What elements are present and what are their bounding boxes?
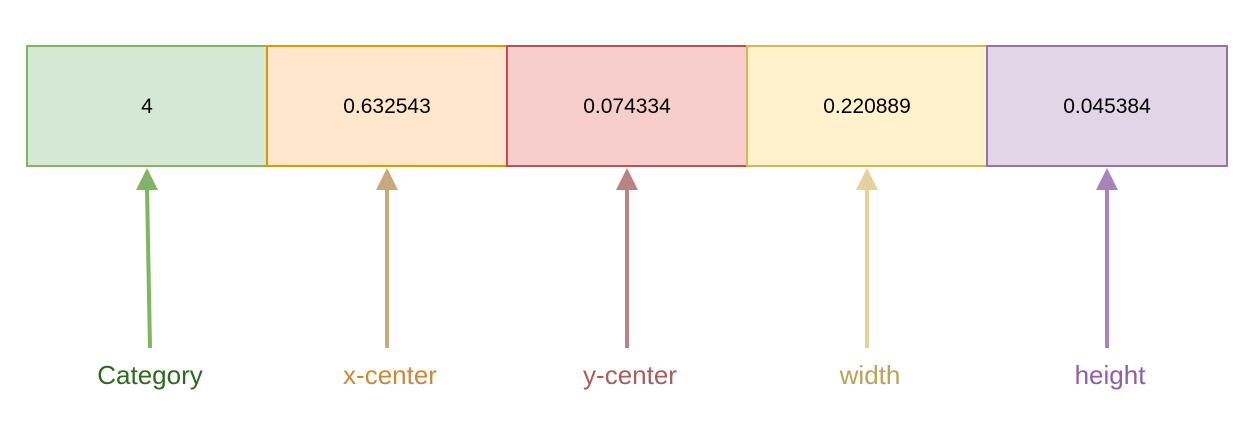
field-cell-x-center	[266, 45, 508, 167]
field-label-width: width	[839, 360, 901, 390]
field-label-height: height	[1075, 360, 1147, 390]
field-cell-y-center	[506, 45, 748, 167]
field-value-x-center: 0.632543	[343, 95, 431, 118]
arrow-head-y-center	[616, 168, 638, 190]
field-label-category: Category	[97, 360, 203, 390]
field-value-width: 0.220889	[823, 95, 911, 118]
field-cell-height	[986, 45, 1228, 167]
field-value-y-center: 0.074334	[583, 95, 671, 118]
arrow-head-x-center	[376, 168, 398, 190]
field-arrows	[136, 168, 1118, 349]
field-value-height: 0.045384	[1063, 95, 1151, 118]
field-label-y-center: y-center	[583, 360, 677, 390]
field-value-category: 4	[141, 95, 153, 118]
field-cells-row: 4 0.632543 0.074334 0.220889 0.045384	[26, 45, 1228, 167]
field-labels: Category x-center y-center width height	[97, 360, 1146, 390]
arrow-head-category	[136, 168, 158, 190]
field-label-x-center: x-center	[343, 360, 437, 390]
arrow-head-height	[1096, 168, 1118, 190]
arrow-head-width	[856, 168, 878, 190]
field-cell-category	[26, 45, 268, 167]
arrow-shaft-category	[145, 187, 152, 349]
field-cell-width	[746, 45, 988, 167]
